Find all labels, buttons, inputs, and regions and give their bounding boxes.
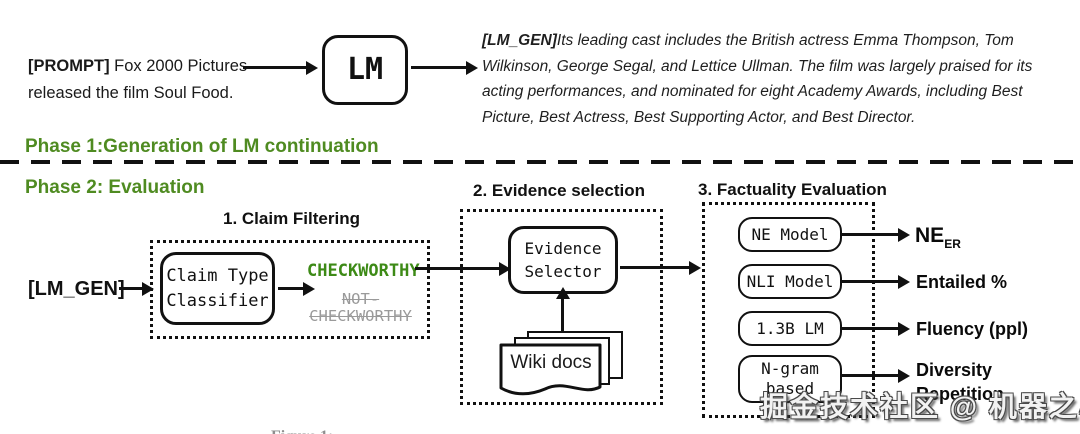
repetition-metric-label: Repetition [916, 384, 1004, 404]
lm-1-3b-node: 1.3B LM [738, 311, 842, 346]
nli-model-node: NLI Model [738, 264, 842, 299]
arrow-selector-to-factuality [620, 266, 690, 269]
fluency-metric-label: Fluency (ppl) [916, 319, 1028, 339]
arrow-lm-to-gen [411, 66, 467, 69]
evidence-selector-node: Evidence Selector [508, 226, 618, 294]
lm-gen-paragraph: [LM_GEN]Its leading cast includes the Br… [482, 28, 1050, 130]
entailed-metric-label: Entailed % [916, 272, 1008, 292]
arrow-fluency-output [841, 327, 899, 330]
ne-er-metric-label: NEER [915, 224, 961, 251]
arrow-ne-output [841, 233, 899, 236]
figure-caption-fragment: Figure 1: [271, 428, 391, 434]
watermark-text: 掘金技术社区 @ 机器之心 [760, 391, 1080, 422]
lm-node: LM [322, 35, 408, 105]
phase2-label: Phase 2: Evaluation [25, 177, 205, 198]
arrow-docs-to-selector [561, 298, 564, 338]
phase1-label: Phase 1:Generation of LM continuation [25, 136, 379, 157]
arrow-diversity-output [841, 374, 899, 377]
arrow-nli-output [841, 280, 899, 283]
evidence-selection-box [460, 209, 663, 405]
diversity-metric-label: Diversity [916, 360, 993, 380]
prompt-prefix-label: [PROMPT] [28, 57, 110, 75]
ne-metric-base: NE [915, 224, 945, 247]
lm-gen-prefix-label: [LM_GEN] [482, 32, 557, 49]
factuality-evaluation-box [702, 202, 875, 418]
lm-gen-input-label: [LM_GEN] [28, 278, 125, 300]
wiki-docs-label: Wiki docs [510, 352, 592, 373]
wiki-docs-page-front [499, 343, 602, 396]
ne-metric-subscript: ER [944, 237, 961, 251]
arrow-lmgen-to-filter [119, 287, 143, 290]
lm-gen-body-label: Its leading cast includes the British ac… [482, 32, 1033, 126]
arrow-prompt-to-lm [243, 66, 307, 69]
claim-type-classifier-node: Claim Type Classifier [160, 252, 275, 325]
not-checkworthy-label: NOT- CHECKWORTHY [309, 290, 412, 325]
arrow-checkworthy-to-selector [415, 267, 500, 270]
arrow-classifier-to-labels [278, 287, 304, 290]
prompt-body-label: Fox 2000 Pictures released the film Soul… [28, 57, 248, 102]
evidence-selection-title: 2. Evidence selection [473, 181, 645, 200]
checkworthy-label: CHECKWORTHY [307, 261, 420, 281]
prompt-text: [PROMPT] Fox 2000 Pictures released the … [28, 53, 256, 107]
factuality-evaluation-title: 3. Factuality Evaluation [698, 180, 887, 199]
claim-filtering-title: 1. Claim Filtering [223, 209, 360, 228]
ngram-based-node: N-gram based [738, 355, 842, 403]
phase-divider-dashed-line [0, 160, 1080, 164]
ne-model-node: NE Model [738, 217, 842, 252]
